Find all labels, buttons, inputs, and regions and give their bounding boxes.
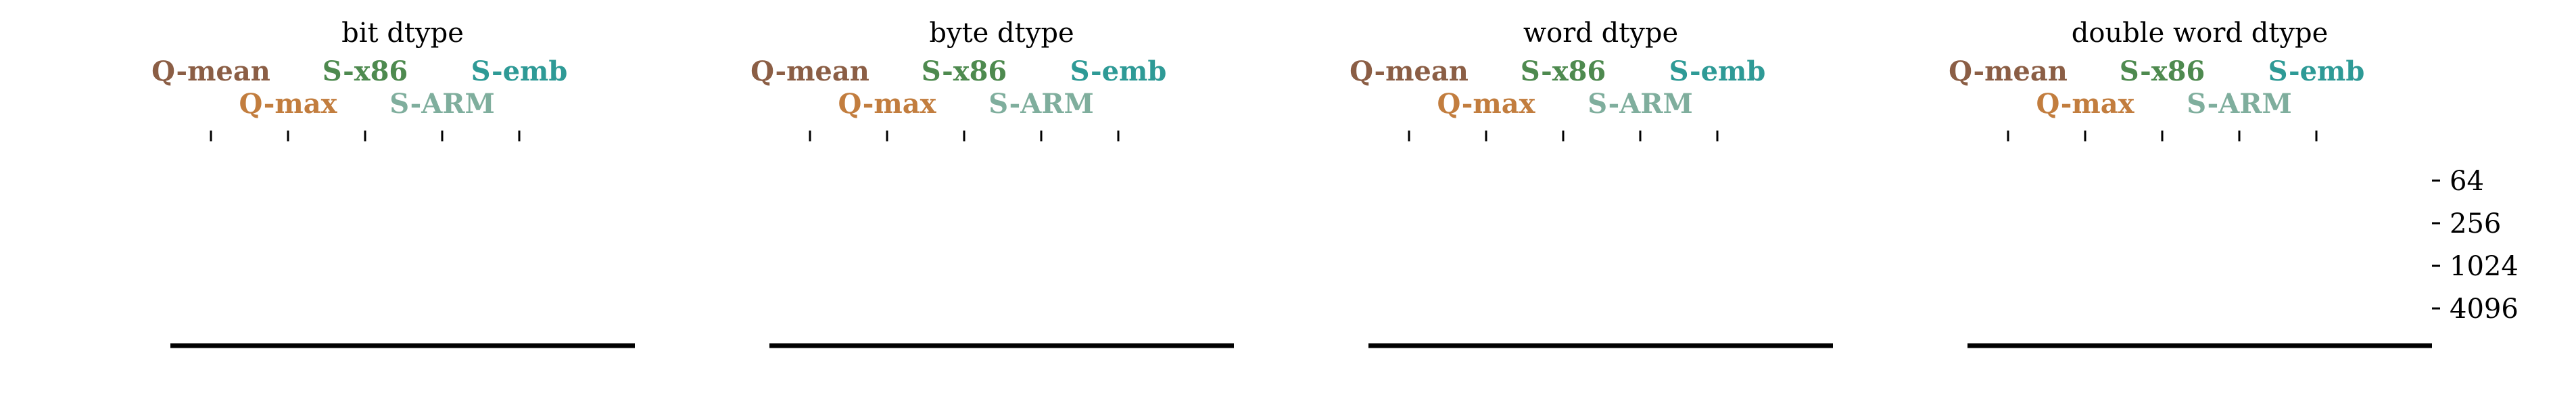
panel-title: byte dtype bbox=[929, 18, 1074, 49]
column-label: Q-mean bbox=[750, 55, 869, 87]
panel-title: double word dtype bbox=[2072, 18, 2329, 49]
panel-title: bit dtype bbox=[341, 18, 464, 49]
column-label: Q-max bbox=[838, 88, 937, 120]
column-label: S-emb bbox=[471, 55, 568, 87]
column-label: S-emb bbox=[1070, 55, 1167, 87]
row-label: 4096 bbox=[2450, 294, 2519, 325]
row-label: 256 bbox=[2450, 208, 2501, 239]
panel-4: double word dtypeQ-meanQ-maxS-x86S-ARMS-… bbox=[1949, 18, 2432, 348]
row-label: 64 bbox=[2450, 166, 2484, 197]
panel-title: word dtype bbox=[1523, 18, 1678, 49]
column-label: S-x86 bbox=[323, 55, 408, 87]
right-y-axis: 64 256 1024 4096 bbox=[2432, 166, 2519, 325]
column-label: S-ARM bbox=[389, 88, 495, 120]
column-label: S-x86 bbox=[1521, 55, 1606, 87]
column-label: S-ARM bbox=[1588, 88, 1693, 120]
column-label: S-emb bbox=[2268, 55, 2365, 87]
column-label: Q-mean bbox=[1949, 55, 2068, 87]
column-label: Q-max bbox=[239, 88, 338, 120]
column-label: S-emb bbox=[1669, 55, 1766, 87]
column-label: S-ARM bbox=[2187, 88, 2292, 120]
column-label: Q-max bbox=[2036, 88, 2135, 120]
column-label: Q-max bbox=[1437, 88, 1536, 120]
column-label: S-ARM bbox=[988, 88, 1094, 120]
column-label: S-x86 bbox=[2120, 55, 2205, 87]
row-label: 1024 bbox=[2450, 251, 2519, 282]
column-label: Q-mean bbox=[151, 55, 270, 87]
column-label: S-x86 bbox=[922, 55, 1007, 87]
column-label: Q-mean bbox=[1350, 55, 1469, 87]
